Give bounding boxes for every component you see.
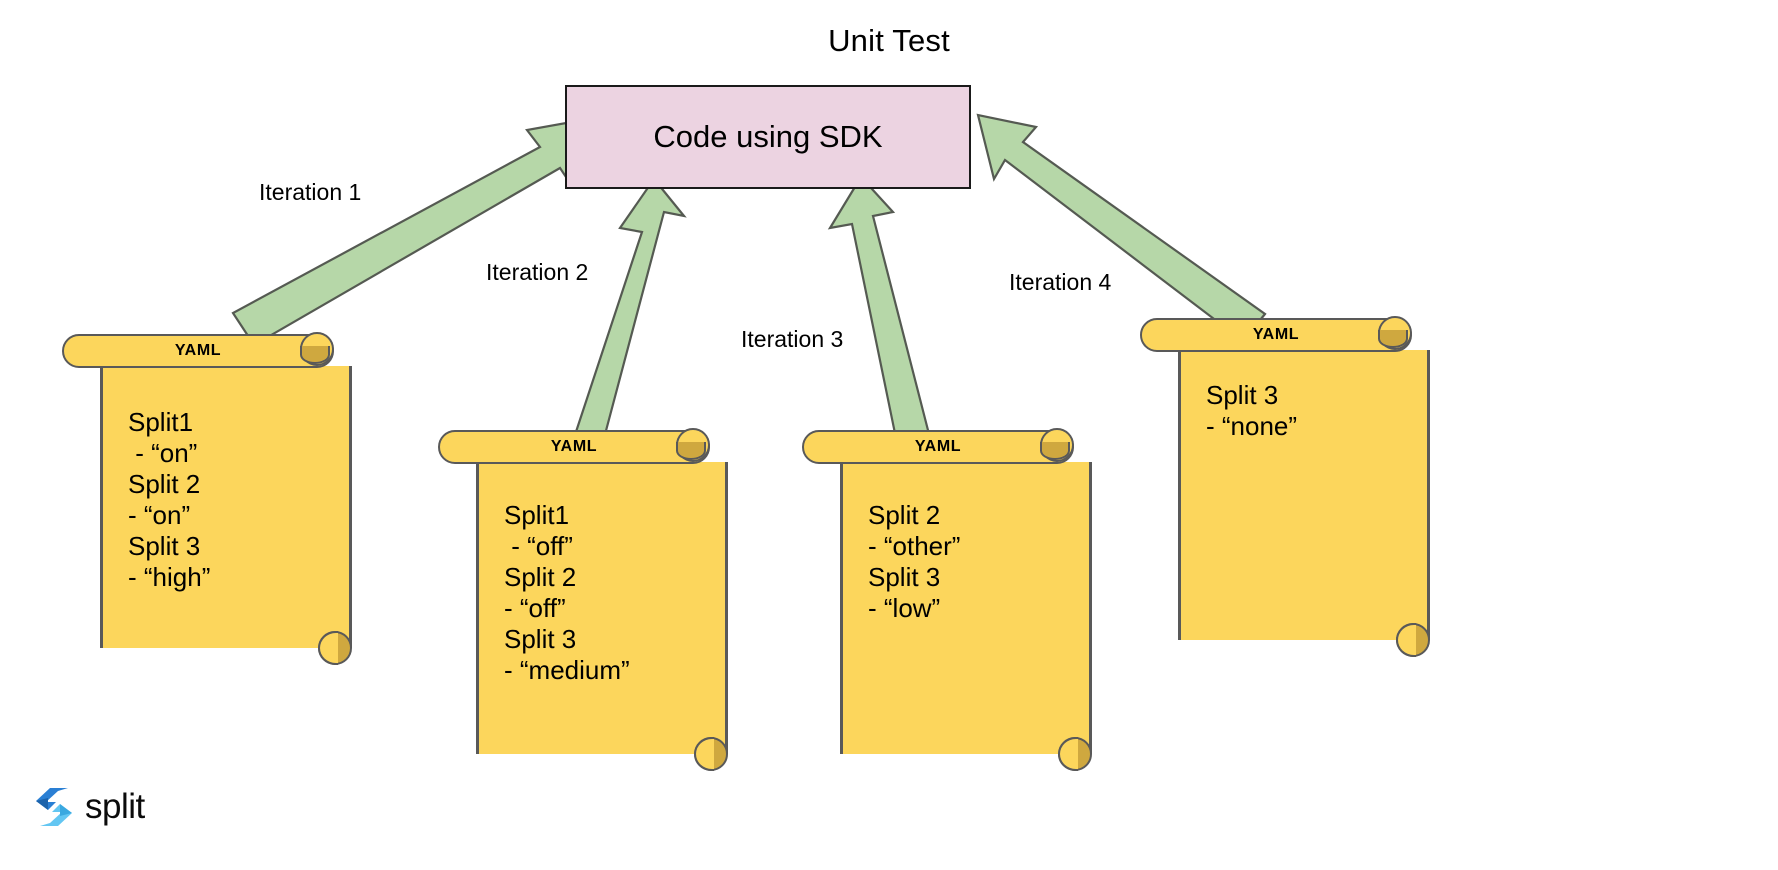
scroll-bottom-curl-icon bbox=[318, 631, 352, 665]
arrow-iteration-3 bbox=[827, 175, 932, 450]
scroll-top-curl-icon bbox=[300, 332, 334, 366]
scroll-body bbox=[100, 366, 352, 648]
scroll-bottom-curl-icon bbox=[1058, 737, 1092, 771]
yaml-header-label: YAML bbox=[1252, 326, 1300, 343]
split-logo-wordmark: split bbox=[85, 787, 145, 826]
code-using-sdk-label: Code using SDK bbox=[653, 119, 883, 154]
yaml-document-2: YAML Split1 - “off” Split 2 - “off” Spli… bbox=[438, 428, 728, 771]
code-using-sdk-node: Code using SDK bbox=[565, 85, 971, 189]
scroll-top-curl-icon bbox=[676, 428, 710, 462]
yaml-content-text: Split1 - “on” Split 2 - “on” Split 3 - “… bbox=[128, 407, 211, 592]
scroll-bottom-curl-icon bbox=[1396, 623, 1430, 657]
arrow-iteration-4 bbox=[976, 113, 1267, 343]
split-logo: split bbox=[32, 782, 182, 832]
iteration-2-label: Iteration 2 bbox=[486, 259, 589, 285]
scroll-header-roll: YAML bbox=[62, 334, 334, 368]
arrow-iteration-2 bbox=[568, 177, 687, 452]
split-logo-mark-icon bbox=[36, 788, 72, 826]
yaml-document-4: YAML Split 3 - “none” bbox=[1140, 316, 1430, 657]
yaml-document-3: YAML Split 2 - “other” Split 3 - “low” bbox=[802, 428, 1092, 771]
yaml-content-text: Split 2 - “other” Split 3 - “low” bbox=[868, 500, 961, 623]
scroll-header-roll: YAML bbox=[438, 430, 710, 464]
arrow-iteration-1 bbox=[231, 118, 585, 347]
scroll-body bbox=[1178, 350, 1430, 640]
yaml-header-label: YAML bbox=[550, 438, 598, 455]
yaml-header-label: YAML bbox=[914, 438, 962, 455]
iteration-3-label: Iteration 3 bbox=[741, 326, 844, 352]
scroll-header-roll: YAML bbox=[1140, 318, 1412, 352]
iteration-4-label: Iteration 4 bbox=[1009, 269, 1112, 295]
scroll-bottom-curl-icon bbox=[694, 737, 728, 771]
yaml-document-1: YAML Split1 - “on” Split 2 - “on” Split … bbox=[62, 332, 352, 665]
yaml-content-text: Split 3 - “none” bbox=[1206, 380, 1298, 441]
scroll-top-curl-icon bbox=[1040, 428, 1074, 462]
iteration-1-label: Iteration 1 bbox=[259, 179, 362, 205]
yaml-content-text: Split1 - “off” Split 2 - “off” Split 3 -… bbox=[504, 500, 630, 685]
page-title: Unit Test bbox=[828, 23, 950, 58]
scroll-body bbox=[476, 462, 728, 754]
yaml-header-label: YAML bbox=[174, 342, 222, 359]
scroll-top-curl-icon bbox=[1378, 316, 1412, 350]
scroll-body bbox=[840, 462, 1092, 754]
scroll-header-roll: YAML bbox=[802, 430, 1074, 464]
